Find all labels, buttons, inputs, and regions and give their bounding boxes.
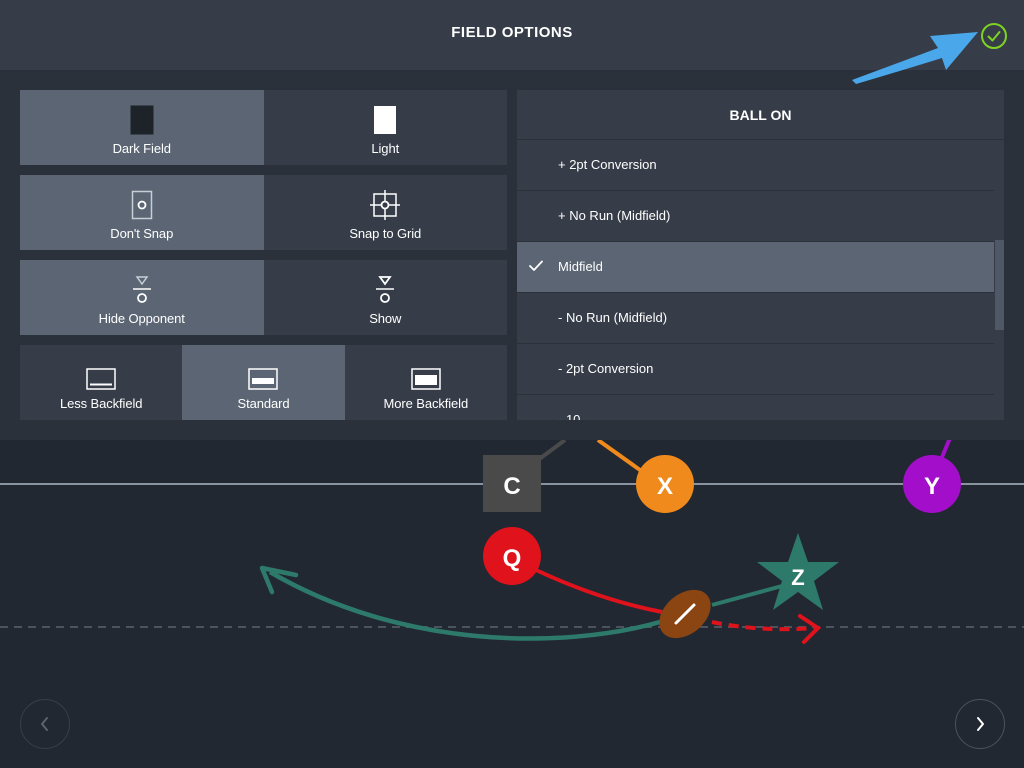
player-x[interactable]: X	[636, 455, 694, 513]
ball-on-item-label: - No Run (Midfield)	[558, 310, 668, 325]
ball-on-item[interactable]: - 2pt Conversion	[517, 344, 994, 395]
ball-on-options[interactable]: + 2pt Conversion + No Run (Midfield) Mid…	[517, 140, 994, 420]
ball-on-item[interactable]: - 10	[517, 395, 994, 420]
route-q	[535, 568, 663, 614]
snap-to-grid-label: Snap to Grid	[349, 226, 422, 241]
standard-backfield-icon	[248, 368, 279, 390]
chevron-left-icon	[41, 717, 48, 731]
more-backfield-button[interactable]: More Backfield	[344, 345, 507, 420]
check-icon	[529, 260, 543, 271]
player-c[interactable]: C	[483, 455, 541, 512]
field-color-toggle: Dark Field Light	[20, 90, 507, 165]
hide-opponent-button[interactable]: Hide Opponent	[20, 260, 264, 335]
hide-opponent-icon	[132, 276, 151, 303]
ball-on-item[interactable]: + No Run (Midfield)	[517, 191, 994, 242]
show-opponent-label: Show	[369, 311, 402, 326]
route-curve-arrowhead	[259, 565, 299, 595]
more-backfield-icon	[411, 368, 441, 390]
no-snap-icon	[131, 190, 152, 220]
less-backfield-icon	[86, 368, 116, 390]
player-y[interactable]: Y	[903, 455, 961, 513]
less-backfield-button[interactable]: Less Backfield	[20, 345, 183, 420]
show-opponent-button[interactable]: Show	[263, 260, 507, 335]
route-x	[596, 438, 642, 472]
ball-on-item[interactable]: - No Run (Midfield)	[517, 293, 994, 344]
player-q[interactable]: Q	[483, 527, 541, 585]
dont-snap-label: Don't Snap	[110, 226, 174, 241]
player-z-label: Z	[791, 565, 804, 590]
light-field-button[interactable]: Light	[263, 90, 507, 165]
ball-on-scrollbar[interactable]	[995, 240, 1004, 330]
more-backfield-label: More Backfield	[383, 396, 469, 411]
route-c	[536, 438, 567, 462]
page-title: FIELD OPTIONS	[451, 24, 573, 41]
panel-header: FIELD OPTIONS	[0, 0, 1024, 84]
ball-on-item-label: Midfield	[558, 259, 603, 274]
dont-snap-button[interactable]: Don't Snap	[20, 175, 264, 250]
ball-on-item-label: + No Run (Midfield)	[558, 208, 671, 223]
field-options-panel: FIELD OPTIONS Dark Field Light Don't Sna…	[0, 0, 1024, 420]
route-motion	[711, 620, 816, 632]
ball-on-item-label: - 10	[558, 412, 581, 420]
player-q-label: Q	[503, 545, 522, 572]
light-field-label: Light	[371, 141, 400, 156]
player-y-label: Y	[924, 473, 940, 500]
route-z	[711, 584, 783, 607]
ball-on-list: BALL ON + 2pt Conversion + No Run (Midfi…	[517, 90, 1004, 420]
ball-on-item-label: - 2pt Conversion	[558, 361, 654, 376]
chevron-right-icon	[977, 717, 984, 731]
route-curve	[268, 570, 661, 641]
ball-on-item-selected[interactable]: Midfield	[517, 242, 994, 293]
hide-opponent-label: Hide Opponent	[98, 311, 185, 326]
player-c-label: C	[503, 473, 520, 500]
snap-grid-icon	[370, 190, 401, 220]
football-icon[interactable]	[650, 580, 720, 648]
snap-to-grid-button[interactable]: Snap to Grid	[263, 175, 507, 250]
previous-button[interactable]	[20, 699, 70, 749]
show-opponent-icon	[376, 276, 395, 303]
check-circle-icon[interactable]	[980, 22, 1008, 50]
pointer-arrow-icon	[852, 32, 978, 84]
route-motion-arrowhead	[798, 614, 822, 644]
player-z[interactable]: Z	[757, 533, 839, 610]
light-field-icon	[374, 106, 397, 134]
player-x-label: X	[657, 473, 673, 500]
dark-field-icon	[130, 105, 154, 135]
ball-on-title: BALL ON	[517, 90, 1004, 140]
standard-backfield-button[interactable]: Standard	[182, 345, 345, 420]
ball-on-item[interactable]: + 2pt Conversion	[517, 140, 994, 191]
less-backfield-label: Less Backfield	[59, 396, 143, 411]
opponent-toggle: Hide Opponent Show	[20, 260, 507, 335]
standard-backfield-label: Standard	[237, 396, 290, 411]
dark-field-label: Dark Field	[112, 141, 171, 156]
dark-field-button[interactable]: Dark Field	[20, 90, 264, 165]
backfield-toggle: Less Backfield Standard More Backfield	[20, 345, 507, 420]
snap-toggle: Don't Snap Snap to Grid	[20, 175, 507, 250]
next-button[interactable]	[955, 699, 1005, 749]
ball-on-item-label: + 2pt Conversion	[558, 157, 657, 172]
